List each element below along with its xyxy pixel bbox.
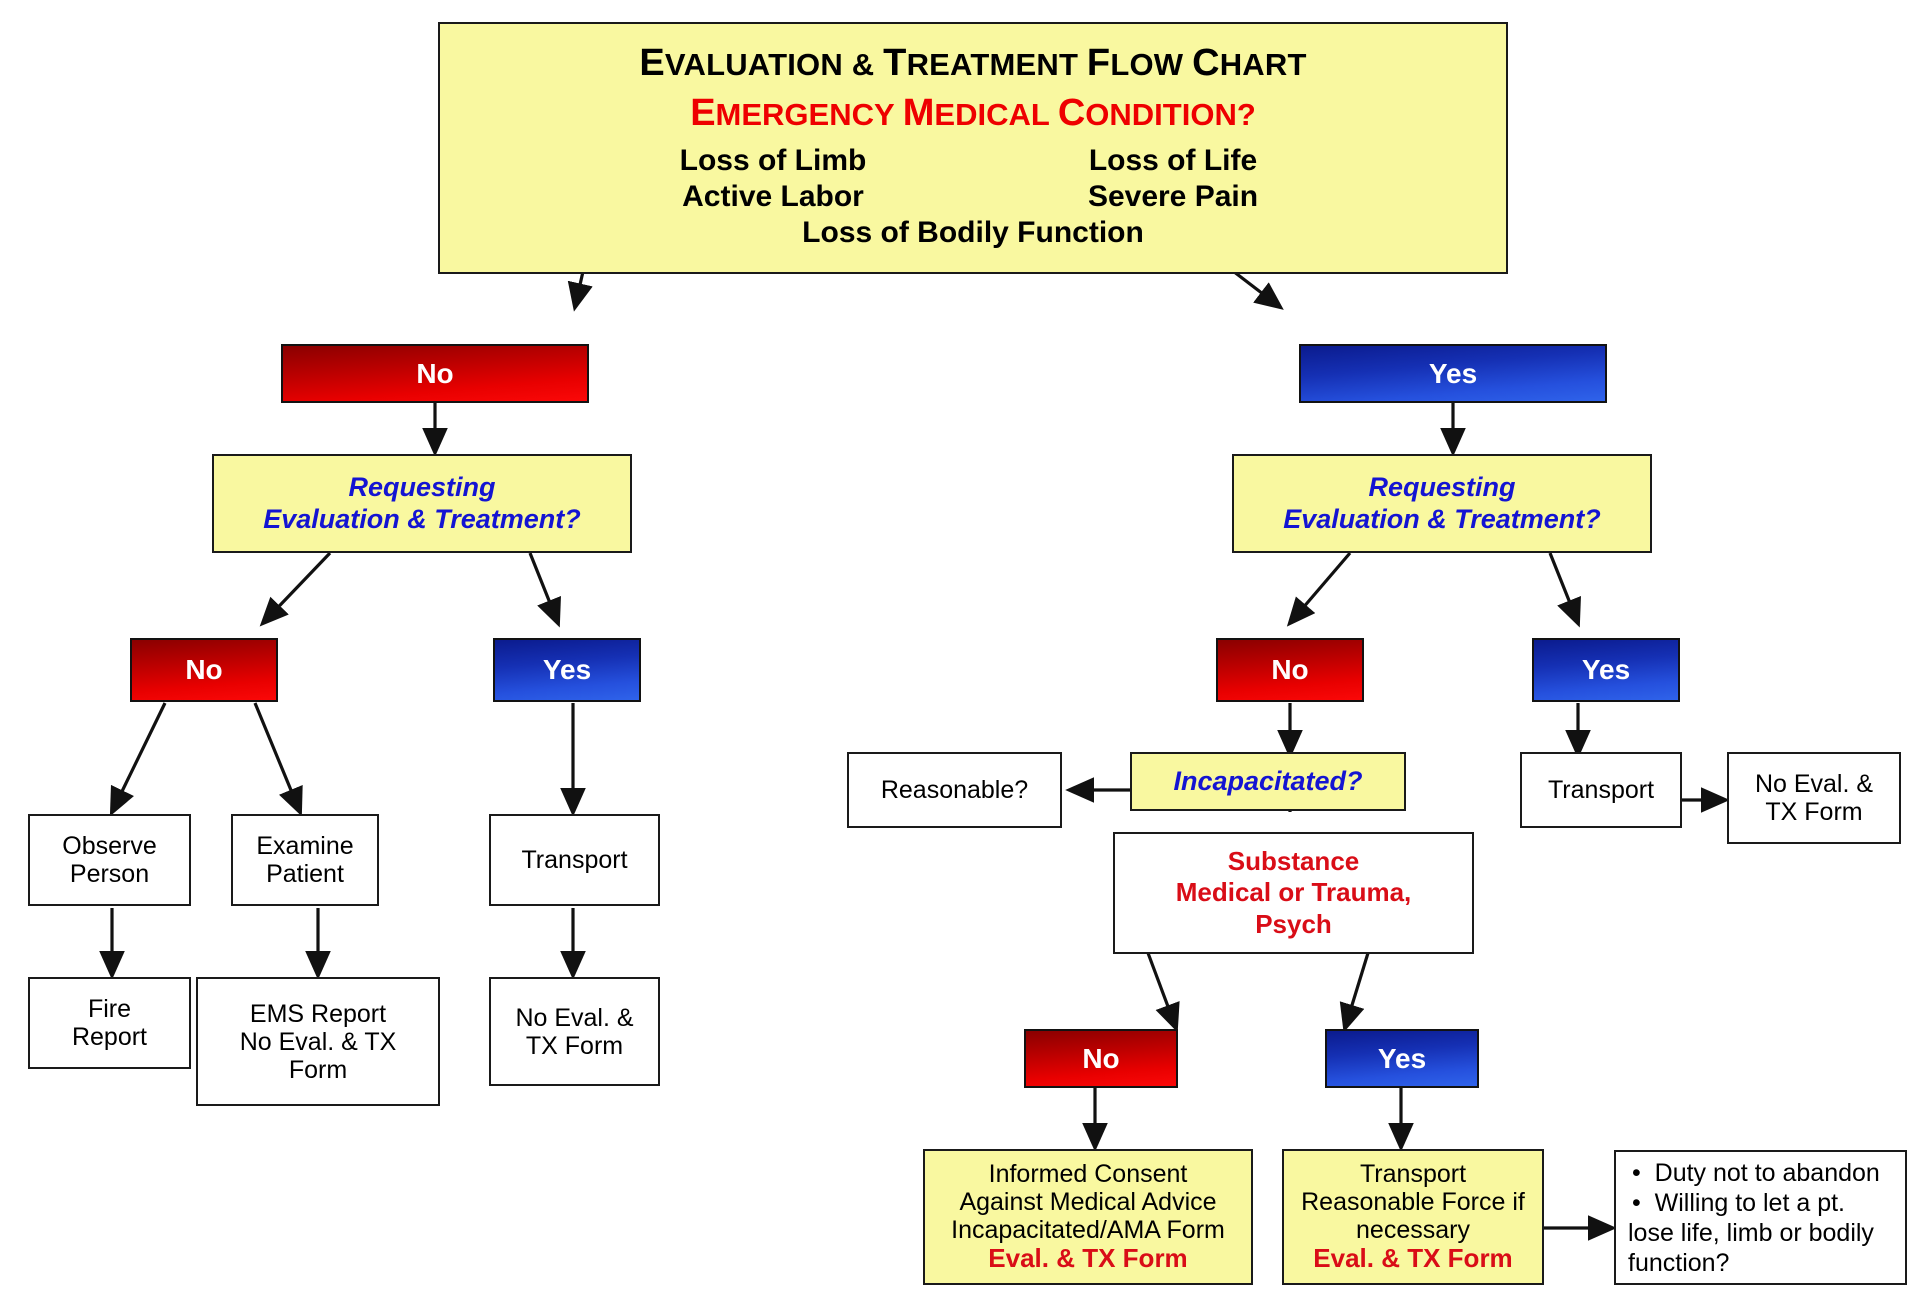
box-substance-causes[interactable]: Substance Medical or Trauma, Psych bbox=[1113, 832, 1474, 954]
title-banner: EVALUATION & TREATMENT FLOW CHART EMERGE… bbox=[438, 22, 1508, 274]
chip-label: No bbox=[1082, 1042, 1120, 1074]
chip-label: No bbox=[416, 357, 454, 389]
outcome-line: Reasonable Force if bbox=[1301, 1188, 1525, 1217]
chip-no-requesting-left[interactable]: No bbox=[130, 638, 278, 702]
box-line: No Eval. & bbox=[515, 1003, 634, 1032]
box-line: Patient bbox=[266, 860, 344, 888]
box-line: Transport bbox=[1547, 776, 1655, 804]
criteria-grid: Loss of Limb Loss of Life Active Labor S… bbox=[628, 144, 1318, 214]
outcome-line: necessary bbox=[1356, 1216, 1470, 1245]
requesting-line-1: Requesting bbox=[348, 472, 496, 503]
box-examine-patient[interactable]: Examine Patient bbox=[231, 814, 379, 906]
outcome-line: Incapacitated/AMA Form bbox=[951, 1216, 1225, 1245]
box-transport-left[interactable]: Transport bbox=[489, 814, 660, 906]
substance-line: Psych bbox=[1255, 908, 1332, 939]
chip-yes-requesting-left[interactable]: Yes bbox=[493, 638, 641, 702]
box-line: No Eval. & TX bbox=[239, 1027, 397, 1056]
incapacitated-label: Incapacitated? bbox=[1173, 765, 1363, 796]
requesting-line-2: Evaluation & Treatment? bbox=[263, 503, 581, 534]
box-line: Report bbox=[71, 1023, 148, 1051]
box-informed-consent[interactable]: Informed Consent Against Medical Advice … bbox=[923, 1149, 1253, 1285]
box-no-eval-tx-form-right[interactable]: No Eval. & TX Form bbox=[1727, 752, 1901, 844]
criterion-loss-of-bodily-function: Loss of Bodily Function bbox=[802, 216, 1144, 249]
title-main-line: EVALUATION & TREATMENT FLOW CHART bbox=[639, 42, 1307, 84]
criterion-active-labor: Active Labor bbox=[682, 180, 864, 213]
box-line: TX Form bbox=[525, 1031, 624, 1060]
eval-tx-form-label: Eval. & TX Form bbox=[1313, 1243, 1513, 1274]
box-line: Observe bbox=[62, 832, 157, 860]
box-line: Reasonable? bbox=[880, 776, 1029, 804]
criterion-loss-of-life: Loss of Life bbox=[1088, 144, 1258, 177]
box-line: Person bbox=[69, 860, 150, 888]
duty-bullet-1: • Duty not to abandon bbox=[1632, 1158, 1880, 1187]
chip-yes-requesting-right[interactable]: Yes bbox=[1532, 638, 1680, 702]
duty-line-4: function? bbox=[1628, 1248, 1730, 1277]
duty-bullet-2: • Willing to let a pt. bbox=[1632, 1188, 1846, 1217]
substance-line: Medical or Trauma, bbox=[1175, 877, 1412, 908]
requesting-line-2: Evaluation & Treatment? bbox=[1283, 503, 1601, 534]
chip-yes-substance[interactable]: Yes bbox=[1325, 1029, 1479, 1088]
decision-requesting-left[interactable]: Requesting Evaluation & Treatment? bbox=[212, 454, 632, 553]
eval-tx-form-label: Eval. & TX Form bbox=[988, 1243, 1188, 1274]
box-fire-report[interactable]: Fire Report bbox=[28, 977, 191, 1069]
outcome-line: Against Medical Advice bbox=[959, 1188, 1217, 1217]
box-line: No Eval. & bbox=[1754, 770, 1874, 798]
box-observe-person[interactable]: Observe Person bbox=[28, 814, 191, 906]
box-line: TX Form bbox=[1765, 798, 1863, 826]
decision-incapacitated[interactable]: Incapacitated? bbox=[1130, 752, 1406, 811]
chip-no-requesting-right[interactable]: No bbox=[1216, 638, 1364, 702]
chip-no-substance[interactable]: No bbox=[1024, 1029, 1178, 1088]
chip-label: No bbox=[185, 654, 223, 685]
box-no-eval-tx-form-left[interactable]: No Eval. & TX Form bbox=[489, 977, 660, 1086]
criterion-loss-of-limb: Loss of Limb bbox=[679, 144, 867, 177]
substance-line: Substance bbox=[1227, 846, 1360, 877]
outcome-line: Transport bbox=[1359, 1160, 1467, 1189]
criterion-severe-pain: Severe Pain bbox=[1087, 180, 1259, 213]
box-transport-right[interactable]: Transport bbox=[1520, 752, 1682, 828]
outcome-line: Informed Consent bbox=[988, 1160, 1188, 1189]
box-line: EMS Report bbox=[249, 999, 387, 1028]
box-ems-report[interactable]: EMS Report No Eval. & TX Form bbox=[196, 977, 440, 1106]
box-line: Examine bbox=[256, 832, 354, 860]
box-duty-considerations[interactable]: • Duty not to abandon • Willing to let a… bbox=[1614, 1150, 1907, 1285]
box-line: Fire bbox=[87, 995, 132, 1023]
requesting-line-1: Requesting bbox=[1368, 472, 1516, 503]
box-reasonable[interactable]: Reasonable? bbox=[847, 752, 1062, 828]
box-line: Transport bbox=[521, 846, 628, 874]
box-transport-reasonable-force[interactable]: Transport Reasonable Force if necessary … bbox=[1282, 1149, 1544, 1285]
chip-no-emergency[interactable]: No bbox=[281, 344, 589, 403]
title-sub-line: EMERGENCY MEDICAL CONDITION? bbox=[690, 91, 1256, 134]
chip-label: No bbox=[1271, 654, 1309, 685]
duty-line-3: lose life, limb or bodily bbox=[1628, 1218, 1874, 1247]
chip-label: Yes bbox=[1377, 1042, 1427, 1074]
decision-requesting-right[interactable]: Requesting Evaluation & Treatment? bbox=[1232, 454, 1652, 553]
box-line: Form bbox=[288, 1055, 348, 1084]
chip-label: Yes bbox=[542, 654, 592, 685]
chip-label: Yes bbox=[1428, 357, 1478, 389]
chip-yes-emergency[interactable]: Yes bbox=[1299, 344, 1607, 403]
chip-label: Yes bbox=[1581, 654, 1631, 685]
